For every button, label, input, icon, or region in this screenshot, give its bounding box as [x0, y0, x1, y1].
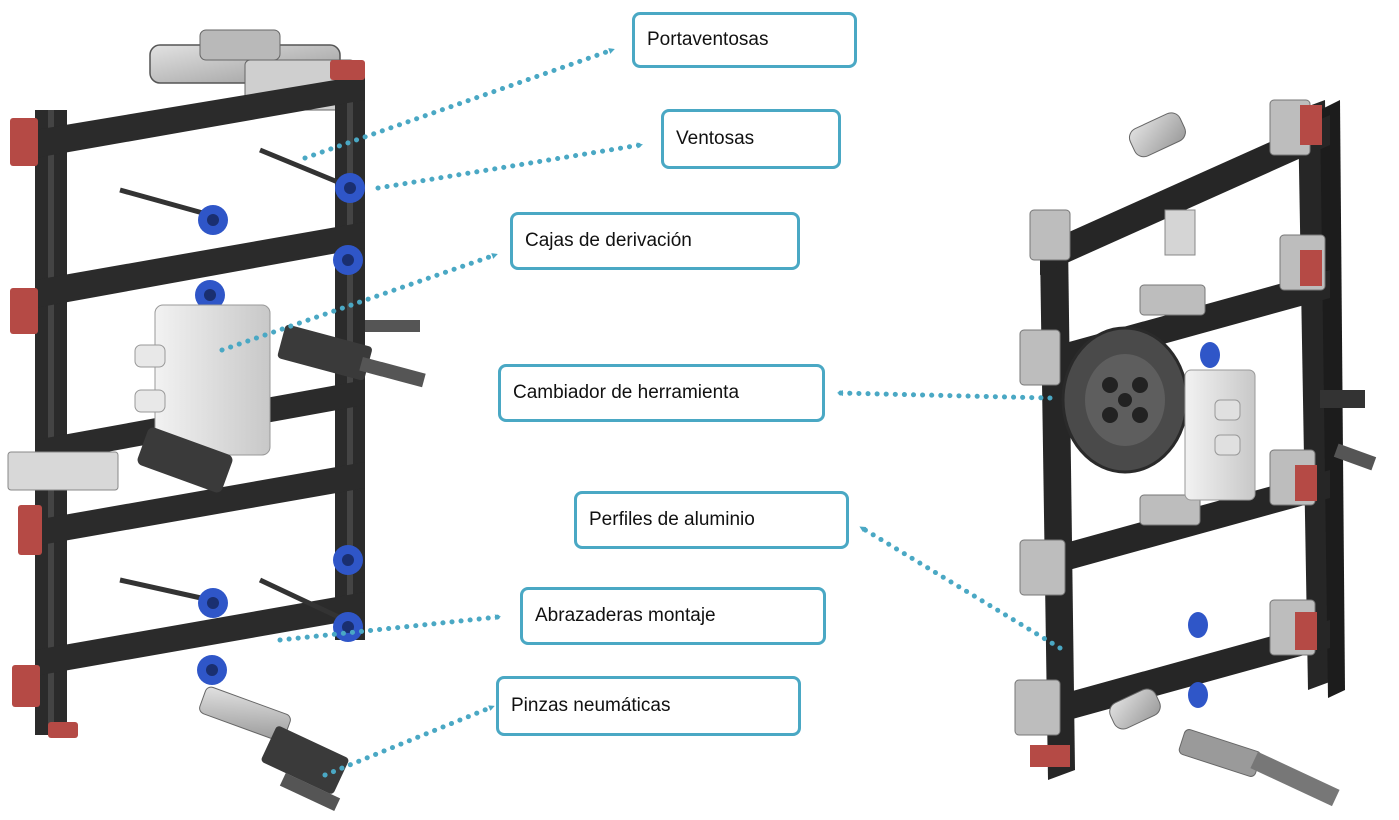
side-gripper-right-view [1320, 390, 1377, 471]
leader-abrazaderas [277, 614, 501, 643]
leader-portaventosas [302, 47, 615, 161]
label-abrazaderas-montaje: Abrazaderas montaje [520, 587, 826, 645]
leader-perfiles [859, 525, 1063, 651]
side-gripper-right [277, 320, 426, 388]
bottom-gripper-right [1109, 688, 1340, 807]
label-perfiles-de-aluminio: Perfiles de aluminio [574, 491, 849, 549]
label-pinzas-neumaticas: Pinzas neumáticas [496, 676, 801, 736]
label-cajas-de-derivacion: Cajas de derivación [510, 212, 800, 270]
label-cambiador-de-herramienta: Cambiador de herramienta [498, 364, 825, 422]
left-corner-clamps [10, 60, 365, 738]
callout-leaders [219, 47, 1063, 778]
leader-cajas [219, 252, 498, 353]
right-gripper-assembly [1014, 99, 1377, 807]
suction-cups-left [195, 173, 365, 685]
right-corner-clamps [1014, 99, 1326, 767]
tool-changer-disc [1061, 326, 1189, 474]
label-ventosas: Ventosas [661, 109, 841, 169]
leader-ventosas [375, 142, 643, 191]
left-horizontal-profiles [35, 75, 365, 676]
label-portaventosas: Portaventosas [632, 12, 857, 68]
leader-pinzas [322, 704, 495, 778]
side-gripper-left [7, 427, 233, 493]
suction-cups-right [1188, 342, 1220, 708]
junction-box-right [1184, 369, 1256, 501]
top-cylinder [149, 29, 356, 111]
top-cylinder-right [1128, 112, 1196, 256]
bottom-gripper-left [199, 686, 349, 812]
leader-cambiador [837, 390, 1053, 401]
left-gripper-assembly [7, 29, 426, 812]
suction-arms [119, 147, 347, 623]
